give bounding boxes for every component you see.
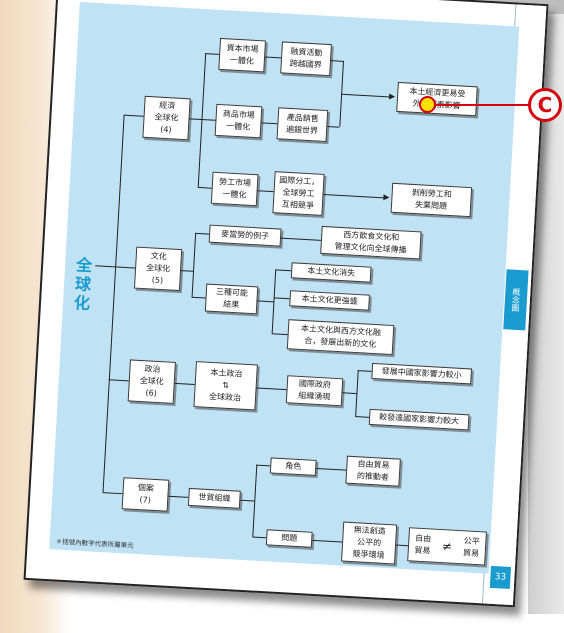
box-goods-market: 商品市場 一體化 — [214, 103, 263, 139]
connector — [205, 53, 220, 55]
free-trade-label: 自由 貿易 — [414, 533, 432, 556]
box-labor-market: 勞工市場 一體化 — [210, 171, 259, 207]
connector — [168, 495, 189, 498]
concept-map-panel: 全 球 化 經濟 全球化 (4) 資本市場 一體化 商品市場 一體化 勞工市場 … — [49, 2, 520, 574]
connector — [355, 370, 359, 417]
box-role: 角色 — [269, 457, 317, 476]
connector — [102, 114, 125, 493]
connector — [191, 232, 197, 297]
box-division-of-labor: 國際分工， 全球勞工 互相競爭 — [272, 171, 325, 216]
box-three-outcomes: 三種可能 結果 — [204, 283, 259, 315]
callout-line — [435, 104, 529, 106]
box-free-trade-promoter: 自由貿易 的推動者 — [345, 455, 401, 487]
box-econ-result-exploitation: 剝削勞工和 失業問題 — [390, 182, 473, 218]
callout-dot-icon[interactable] — [419, 96, 436, 113]
connector — [312, 539, 343, 543]
box-wto: 世貿組織 — [187, 487, 241, 509]
callout-c-icon[interactable]: C — [528, 88, 562, 122]
connector — [240, 499, 255, 502]
fair-trade-label: 公平 貿易 — [462, 536, 480, 559]
box-economic: 經濟 全球化 (4) — [142, 95, 191, 141]
connector — [330, 60, 343, 62]
connector — [256, 464, 271, 467]
connector — [396, 544, 409, 547]
connector — [189, 118, 202, 121]
box-free-vs-fair-trade: 自由 貿易 ≠ 公平 貿易 — [407, 527, 487, 566]
connector — [115, 266, 136, 269]
connector — [265, 56, 282, 59]
box-case: 個案 (7) — [121, 477, 170, 512]
box-developed-more-influence: 較發達國家影響力較大 — [368, 408, 470, 431]
connector — [195, 232, 210, 235]
box-politics: 政治 全球化 (6) — [127, 359, 176, 404]
connector — [271, 333, 288, 336]
connector — [197, 186, 212, 189]
connector — [201, 119, 216, 121]
box-finance: 融資活動 跨越國界 — [280, 41, 332, 77]
diagram-title: 全 球 化 — [73, 255, 93, 314]
connector — [273, 297, 290, 300]
box-capital-market: 資本市場 一體化 — [218, 37, 267, 73]
connector — [256, 387, 287, 391]
connector — [342, 392, 357, 395]
box-unfair-competition: 無法創造 公平的 競爭環境 — [341, 521, 398, 565]
page-number: 33 — [489, 565, 512, 589]
box-culture-stronger: 本土文化更強盛 — [289, 290, 370, 311]
connector — [174, 382, 195, 386]
box-developing-less-influence: 發展中國家影響力較小 — [371, 362, 473, 385]
connector — [181, 270, 194, 272]
connector — [257, 300, 274, 303]
connector — [257, 190, 274, 193]
connector — [327, 126, 340, 128]
connector — [280, 237, 321, 241]
connector — [95, 265, 116, 268]
box-culture: 文化 全球化 (5) — [133, 246, 183, 292]
not-equal-symbol: ≠ — [441, 539, 453, 554]
connector — [323, 193, 386, 199]
box-sales: 產品銷售 遍銀世界 — [276, 107, 329, 143]
box-intl-organizations: 國際政府 組織湧現 — [285, 375, 344, 407]
box-problem: 問題 — [265, 529, 313, 548]
box-econ-result-external: 本土經濟更易受 外來因素影響 — [396, 81, 478, 117]
connector — [191, 296, 206, 299]
connector — [275, 269, 292, 272]
connector — [261, 122, 278, 125]
box-western-culture-spread: 西方飲食文化和 管理文化向全球傳播 — [320, 225, 422, 260]
box-local-global-politics: 本土政治 ⇅ 全球政治 — [193, 361, 258, 411]
connector — [316, 467, 347, 471]
connector — [341, 93, 392, 98]
connector — [252, 536, 267, 539]
box-culture-fusion: 本土文化與西方文化融 合，發展出新的文化 — [286, 319, 395, 356]
arrow-head — [383, 194, 390, 201]
side-tab[interactable]: 概念圖 — [503, 269, 529, 331]
footnote: ＊括號內數字代表所屬單元 — [55, 537, 134, 550]
box-mcdonalds-example: 麥當勞的例子 — [208, 224, 282, 247]
connector — [355, 416, 370, 418]
box-culture-disappears: 本土文化消失 — [290, 262, 372, 283]
connector — [357, 370, 372, 372]
connector — [102, 492, 123, 495]
connector — [108, 379, 129, 382]
connector — [123, 114, 144, 117]
book-page: 概念圖 33 全 球 化 經濟 全球化 (4) 資本市場 一體化 商品市場 一體… — [23, 0, 549, 608]
arrow-head — [388, 93, 396, 100]
